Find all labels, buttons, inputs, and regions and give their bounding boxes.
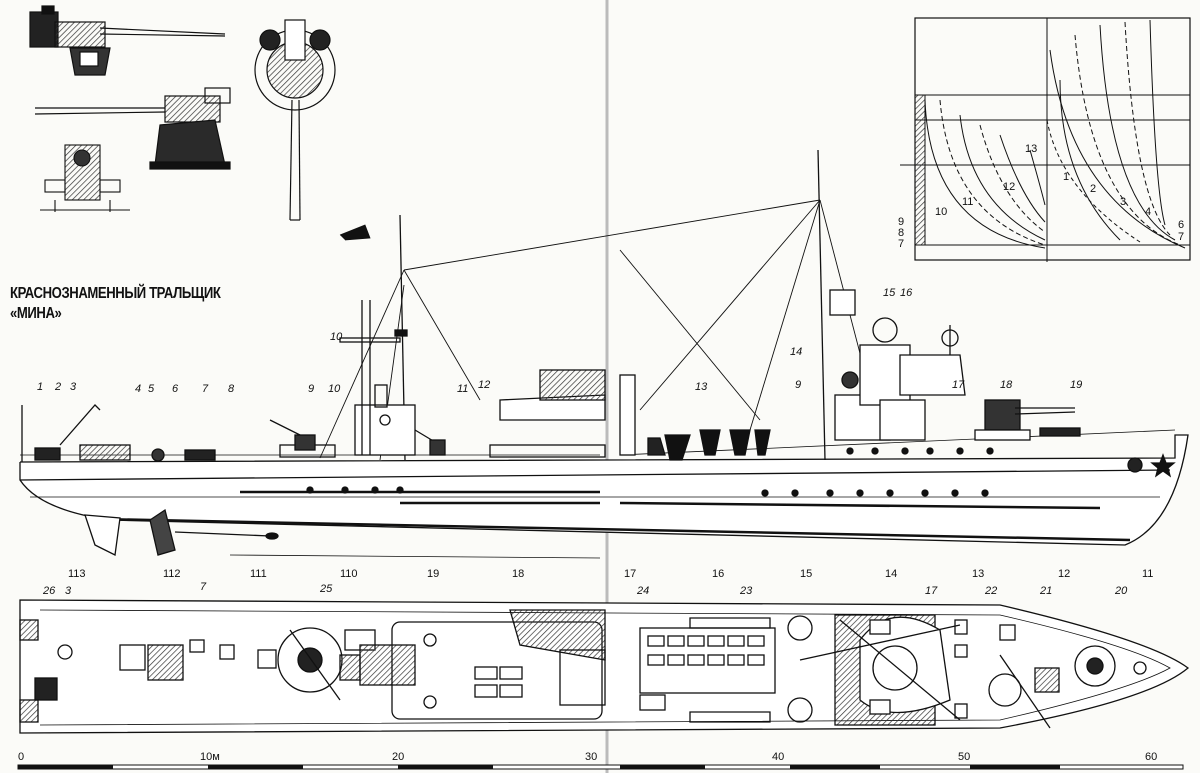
station-label: 19 [427,568,439,580]
callout: 23 [739,585,753,597]
callout: 3 [65,585,72,597]
station-label: 11 [1142,568,1153,580]
callout: 26 [42,585,56,597]
gun-detail-top [254,19,336,221]
body-plan-label: 4 [1145,206,1151,218]
body-plan-label: 12 [1003,181,1015,193]
callout: 9 [308,383,314,395]
callout: 5 [148,383,155,395]
callout: 7 [202,383,209,395]
callout: 17 [952,379,965,391]
callout: 11 [457,383,468,395]
body-plan-label: 9 [898,216,904,228]
gun-detail-front [40,144,130,212]
scale-bar: 0 10м 20 30 40 50 60 [17,751,1184,770]
scale-label: 30 [585,751,597,763]
callout: 21 [1039,585,1052,597]
station-label: 17 [624,568,636,580]
callout: 10 [328,383,341,395]
body-plan-label: 7 [898,238,904,250]
body-plan-label: 8 [898,227,904,239]
body-plan-label: 1 [1063,171,1069,183]
callout: 16 [900,287,913,299]
callout: 12 [478,379,490,391]
callout: 7 [200,581,207,593]
body-plan-label: 2 [1090,183,1096,195]
scale-label: 60 [1145,751,1157,763]
station-label: 18 [512,568,524,580]
drawing-title: КРАСНОЗНАМЕННЫЙ ТРАЛЬЩИК [10,285,221,302]
callout: 3 [70,381,77,393]
station-label: 13 [972,568,984,580]
callout: 14 [790,346,802,358]
callout: 17 [925,585,938,597]
callout: 2 [54,381,61,393]
gun-detail-side [29,5,226,76]
callout: 6 [172,383,179,395]
callout: 24 [636,585,649,597]
callout: 13 [695,381,708,393]
callout: 25 [319,583,333,595]
station-label: 112 [163,568,181,580]
callout: 19 [1070,379,1082,391]
callout: 10 [330,331,343,343]
plan-callouts: 26 3 7 25 24 23 17 22 21 20 [42,581,1128,597]
callout: 8 [228,383,235,395]
scale-label: 10м [200,751,220,763]
station-label: 111 [250,568,267,580]
body-plan-label: 6 [1178,219,1184,231]
station-label: 113 [68,568,86,580]
callout: 9 [795,379,801,391]
station-label: 110 [340,568,358,580]
ship-name: «МИНА» [10,305,62,322]
station-label: 15 [800,568,812,580]
profile-callouts: 1 2 3 4 5 6 7 8 9 10 10 11 12 13 9 14 15… [37,287,1082,395]
scale-label: 0 [18,751,24,763]
callout: 1 [37,381,43,393]
station-label: 16 [712,568,724,580]
ship-profile [19,149,1189,559]
body-plan [900,17,1191,262]
body-plan-label: 10 [935,206,947,218]
body-plan-label: 7 [1178,231,1184,243]
station-label: 14 [885,568,897,580]
deck-plan [19,599,1190,734]
callout: 20 [1114,585,1128,597]
scale-label: 20 [392,751,404,763]
callout: 22 [984,585,997,597]
callout: 15 [883,287,896,299]
station-label: 12 [1058,568,1070,580]
frame-stations: 113 112 111 110 19 18 17 16 15 14 13 12 … [68,568,1153,580]
body-plan-label: 3 [1120,196,1126,208]
gun-detail-profile [34,87,231,170]
body-plan-labels: 13 12 1 2 3 4 6 7 9 8 7 10 11 [898,143,1184,250]
scale-label: 50 [958,751,970,763]
callout: 4 [135,383,141,395]
callout: 18 [1000,379,1013,391]
scale-label: 40 [772,751,784,763]
body-plan-label: 13 [1025,143,1037,155]
body-plan-label: 11 [962,196,973,208]
